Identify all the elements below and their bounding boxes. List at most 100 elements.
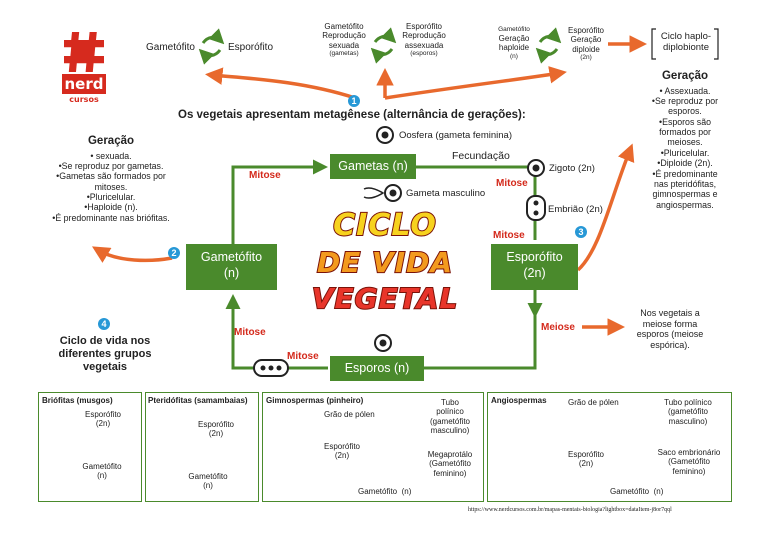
panel-pteridofitas xyxy=(145,392,259,502)
right-line: • Assexuada. xyxy=(659,85,711,96)
angio-tubo-line: (gametófito xyxy=(667,407,709,417)
number-badge-1: 1 xyxy=(348,95,360,107)
gimno-mega-line: feminino) xyxy=(433,468,467,478)
right-line: meioses. xyxy=(667,137,703,148)
gimno-tubo-line: (gametófito xyxy=(429,416,471,426)
left-line: mitoses. xyxy=(94,181,128,192)
meiose-note: Nos vegetais a meiose forma esporos (mei… xyxy=(626,308,714,350)
fecundacao-label: Fecundação xyxy=(452,150,510,162)
angio-espo-2: (2n) xyxy=(578,459,594,469)
swap-arrows-a xyxy=(198,28,225,65)
cell-icons xyxy=(253,126,546,377)
gimno-tubo-line: Tubo xyxy=(441,398,459,407)
angio-tubo-line: Tubo polínico xyxy=(664,398,712,407)
number-badge-3: 3 xyxy=(575,226,587,238)
meiose-label: Meiose xyxy=(541,322,575,333)
pterid-espo-1: Esporófito xyxy=(197,420,235,429)
angio-espo: Esporófito (2n) xyxy=(560,450,612,469)
nerd-logo: nerd cursos xyxy=(62,32,106,112)
orange-arrows-top xyxy=(91,35,647,336)
haplo-label: Ciclo haplo- diplobionte xyxy=(654,31,718,53)
mitose-label-5: Mitose xyxy=(287,351,319,362)
gametofito-box-l1: Gametófito xyxy=(200,250,263,264)
angio-tubo-line: masculino) xyxy=(668,416,708,426)
gimno-mega-line: Megaprotálo xyxy=(427,450,473,459)
c-left-2: Geração xyxy=(498,33,530,43)
right-info: Geração • Assexuada. •Se reproduz por es… xyxy=(630,70,740,210)
left-line: •É predominante nas briófitas. xyxy=(52,212,170,223)
esporofito-box: Esporófito (2n) xyxy=(491,244,578,290)
b-left-4: (gametas) xyxy=(329,50,359,58)
b-left-3: sexuada xyxy=(328,40,360,50)
brio-espo-1: Esporófito xyxy=(84,410,122,419)
right-line: angiospermas. xyxy=(656,199,714,210)
gametofito-box-l2: (n) xyxy=(223,266,240,281)
angio-tubo: Tubo polínico (gametófito masculino) xyxy=(648,398,728,426)
mitose-label-1: Mitose xyxy=(249,170,281,181)
gimno-espo-2: (2n) xyxy=(334,451,350,461)
haplo-1: Ciclo haplo- xyxy=(660,31,712,42)
top-c-right: Esporófito Geração diploide (2n) xyxy=(560,26,612,62)
angio-saco-line: feminino) xyxy=(672,466,706,476)
left-info-title: Geração xyxy=(87,135,135,147)
angio-saco-line: Saco embrionário xyxy=(657,448,721,457)
right-line: •É predominante xyxy=(652,168,718,179)
bracket xyxy=(651,28,719,60)
left-line: •Haploide (n). xyxy=(84,202,138,213)
b-left-1: Gametófito xyxy=(324,22,364,31)
center-title-3: VEGETAL xyxy=(311,281,459,316)
gimno-grao: Grão de pólen xyxy=(324,410,375,419)
groups-title: Ciclo de vida nos diferentes grupos vege… xyxy=(40,335,170,374)
panel-gimno-title: Gimnospermas (pinheiro) xyxy=(266,396,364,405)
c-right-1: Esporófito xyxy=(567,26,605,35)
b-right-3: assexuada xyxy=(404,40,444,50)
brio-espo-2: (2n) xyxy=(95,419,111,429)
brio-game: Gametófito (n) xyxy=(78,462,126,481)
right-line: •Esporos são xyxy=(659,116,711,127)
b-left-2: Reprodução xyxy=(322,31,366,41)
b-right-4: (esporos) xyxy=(410,50,438,58)
gametofito-box: Gametófito (n) xyxy=(186,244,277,290)
logo-line2: cursos xyxy=(69,95,99,104)
embriao-label: Embrião (2n) xyxy=(548,204,603,215)
top-c-left: Gametófito Geração haploide (n) xyxy=(486,26,542,60)
c-left-4: (n) xyxy=(510,52,518,60)
c-right-4: (2n) xyxy=(580,54,592,62)
meiose-note-line: Nos vegetais a xyxy=(640,308,700,318)
center-title-1: CICLO xyxy=(332,207,437,244)
meiose-note-line: esporos (meiose xyxy=(636,329,704,340)
gimno-mega: Megaprotálo (Gametófito feminino) xyxy=(418,450,482,478)
esporos-box: Esporos (n) xyxy=(330,356,424,381)
top-esporofito: Esporófito xyxy=(228,42,274,53)
angio-saco-line: (Gametófito xyxy=(668,457,710,467)
hash-icon xyxy=(64,32,104,72)
top-gametofito: Gametófito xyxy=(146,42,195,53)
haplo-2: diplobionte xyxy=(663,42,709,54)
gimno-espo-1: Esporófito xyxy=(323,442,361,451)
left-info: Geração • sexuada. •Se reproduz por game… xyxy=(36,135,186,223)
brio-espo: Esporófito (2n) xyxy=(80,410,126,429)
b-right-2: Reprodução xyxy=(402,31,446,41)
gimno-espo: Esporófito (2n) xyxy=(316,442,368,461)
panel-briofitas-title: Briófitas (musgos) xyxy=(42,396,113,405)
left-line: •Se reproduz por gametas. xyxy=(58,160,164,171)
pterid-espo-2: (2n) xyxy=(208,429,224,439)
pterid-game: Gametófito (n) xyxy=(180,472,236,491)
esporofito-box-l2: (2n) xyxy=(523,266,546,281)
footer-url[interactable]: https://www.nerdcursos.com.br/mapas-ment… xyxy=(468,507,672,513)
c-left-3: haploide xyxy=(498,43,530,53)
gimno-mega-line: (Gametófito xyxy=(429,459,471,469)
oosfera-label: Oosfera (gameta feminina) xyxy=(399,130,512,141)
left-line: •Gametas são formados por xyxy=(56,171,166,182)
right-line: esporos. xyxy=(668,106,702,117)
zigoto-label: Zigoto (2n) xyxy=(549,163,595,174)
top-b-right: Esporófito Reprodução assexuada (esporos… xyxy=(392,22,456,58)
pterid-game-1: Gametófito xyxy=(188,472,228,481)
groups-title-line: diferentes grupos xyxy=(58,347,152,360)
b-right-1: Esporófito xyxy=(405,22,443,31)
gimno-tubo-line: masculino) xyxy=(430,426,470,436)
left-line: •Pluricelular. xyxy=(86,192,136,203)
logo-line1: nerd xyxy=(62,74,106,94)
mitose-label-2: Mitose xyxy=(496,178,528,189)
top-b-left: Gametófito Reprodução sexuada (gametas) xyxy=(312,22,376,58)
